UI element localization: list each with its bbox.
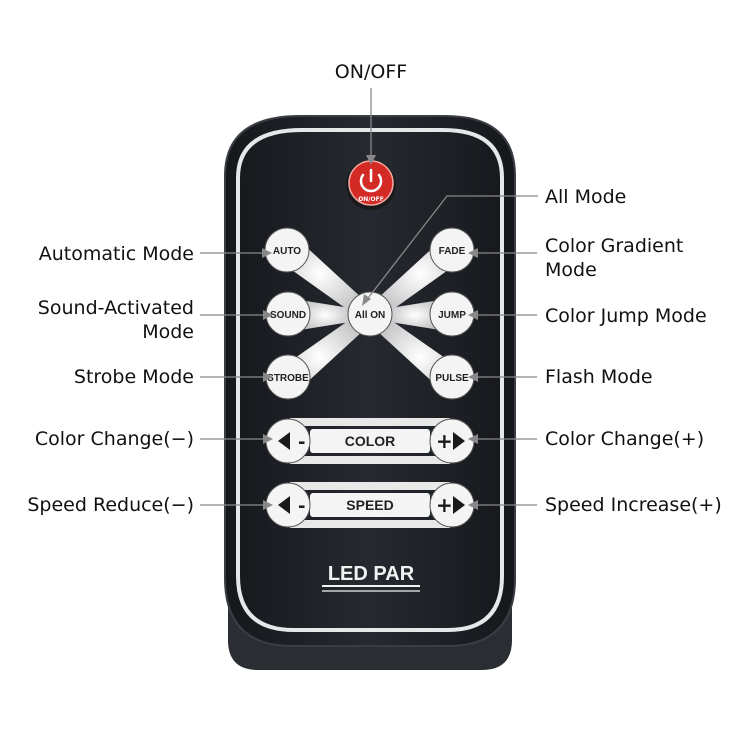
- speed-plus-button[interactable]: +: [429, 482, 475, 528]
- power-button-label: ON/OFF: [358, 196, 384, 203]
- color-bar: COLOR: [290, 418, 450, 464]
- speed-plus-sign: +: [436, 493, 453, 517]
- callout-strobe-mode: Strobe Mode: [74, 366, 194, 388]
- callout-color-gradient-line2: Mode: [545, 259, 597, 281]
- auto-button[interactable]: AUTO: [264, 227, 310, 273]
- brand-label: LED PAR: [328, 563, 415, 585]
- callout-color-change-plus: Color Change(+): [545, 428, 704, 450]
- speed-bar: SPEED: [290, 482, 450, 528]
- power-button[interactable]: ON/OFF: [346, 160, 396, 210]
- sound-button-label: SOUND: [270, 310, 306, 321]
- arrow-left-icon: [278, 432, 290, 450]
- callout-all-mode: All Mode: [545, 186, 626, 208]
- callout-lines: [200, 88, 538, 510]
- color-minus-sign: -: [298, 432, 305, 453]
- speed-minus-sign: -: [298, 496, 305, 517]
- speed-bar-label: SPEED: [346, 497, 393, 513]
- jump-button[interactable]: JUMP: [429, 291, 475, 337]
- arrow-right-icon: [453, 432, 465, 450]
- pulse-button[interactable]: PULSE: [429, 354, 475, 400]
- callout-color-change-minus: Color Change(−): [35, 428, 194, 450]
- arrow-right-icon: [453, 496, 465, 514]
- color-plus-button[interactable]: +: [429, 418, 475, 464]
- callout-speed-increase: Speed Increase(+): [545, 494, 722, 516]
- callout-on-off: ON/OFF: [335, 61, 407, 83]
- callout-color-jump-mode: Color Jump Mode: [545, 305, 707, 327]
- jump-button-label: JUMP: [438, 310, 466, 321]
- color-plus-sign: +: [436, 429, 453, 453]
- fade-button-label: FADE: [439, 246, 466, 257]
- color-minus-button[interactable]: -: [265, 418, 311, 464]
- callout-sound-activated-line1: Sound-Activated: [38, 297, 194, 319]
- auto-button-label: AUTO: [273, 246, 301, 257]
- strobe-button-label: STROBE: [267, 373, 309, 384]
- brand-mark: LED PAR: [322, 563, 420, 592]
- callout-sound-activated-line2: Mode: [142, 321, 194, 343]
- callout-automatic-mode: Automatic Mode: [39, 243, 194, 265]
- arrow-left-icon: [278, 496, 290, 514]
- all-on-button-label: All ON: [355, 310, 386, 321]
- sound-button[interactable]: SOUND: [265, 291, 311, 337]
- fade-button[interactable]: FADE: [429, 227, 475, 273]
- callout-flash-mode: Flash Mode: [545, 366, 653, 388]
- all-on-button[interactable]: All ON: [347, 291, 393, 337]
- power-icon: [359, 168, 383, 193]
- color-bar-label: COLOR: [345, 433, 396, 449]
- callout-color-gradient-line1: Color Gradient: [545, 235, 683, 257]
- pulse-button-label: PULSE: [435, 373, 469, 384]
- callout-speed-reduce: Speed Reduce(−): [27, 494, 194, 516]
